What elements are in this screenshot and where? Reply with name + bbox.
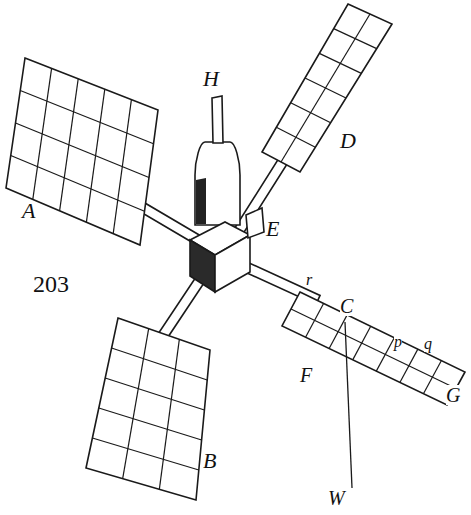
sail-rib (123, 329, 149, 479)
sail-rib (291, 309, 456, 389)
sail-rib (105, 378, 204, 410)
sail (262, 4, 392, 172)
sail-rib (281, 14, 370, 162)
sail-rib (112, 348, 208, 380)
sail-rib (276, 127, 315, 147)
part-letter: B (203, 450, 216, 472)
sail-rib (20, 91, 153, 144)
sail (6, 58, 158, 245)
sail-rib (305, 78, 346, 98)
sail-rib (291, 103, 331, 123)
part-letter: W (328, 488, 345, 508)
sail-rib (99, 408, 202, 440)
part-letter: C (340, 296, 353, 316)
part-letter: F (300, 365, 312, 385)
sail (86, 318, 210, 500)
housing-shade (196, 178, 206, 224)
sail-rib (92, 438, 198, 470)
sail-rib (319, 53, 361, 73)
piece-e (246, 208, 264, 238)
part-letter: D (340, 130, 356, 152)
sail-rib (159, 339, 179, 489)
hub-front (215, 235, 250, 292)
sail-rib (334, 29, 377, 49)
part-letter: H (203, 68, 219, 90)
sail-rib (16, 123, 150, 178)
bell-housing (195, 142, 240, 225)
figure-number: 203 (33, 272, 69, 296)
cord (345, 322, 352, 488)
shaft (212, 96, 223, 143)
part-letter: A (22, 200, 35, 222)
part-letter: E (266, 218, 279, 240)
part-letter: p (394, 334, 402, 350)
hub-side (190, 240, 215, 292)
part-letter: q (424, 336, 432, 352)
part-letter: G (446, 385, 460, 405)
sail (282, 292, 465, 405)
part-letter: r (306, 272, 312, 288)
